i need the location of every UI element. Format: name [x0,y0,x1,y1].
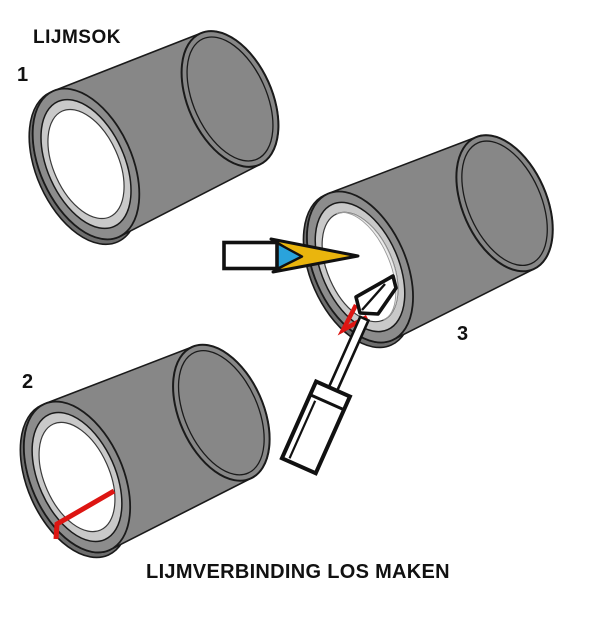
screwdriver-shaft-handle [279,315,371,476]
red-cut-line [53,488,116,540]
screwdriver-ferrule-line [309,393,345,412]
screwdriver-handle-groove [288,400,317,459]
step-label-3: 3 [457,323,468,345]
pipe-bore-wall-shading [336,211,399,321]
diagram-title: LIJMSOK [33,27,121,48]
pipe-socket-2 [0,321,295,576]
diagram-caption: LIJMVERBINDING LOS MAKEN [146,561,450,583]
flat-screwdriver-icon [279,274,398,476]
step-label-1: 1 [17,64,28,86]
screwdriver-handle [279,378,353,476]
blade-handle [222,240,279,271]
pipe-socket-3 [280,112,578,366]
utility-blade-icon [222,237,360,274]
step-label-2: 2 [22,371,33,393]
screwdriver-blade-edge-line [361,283,386,311]
